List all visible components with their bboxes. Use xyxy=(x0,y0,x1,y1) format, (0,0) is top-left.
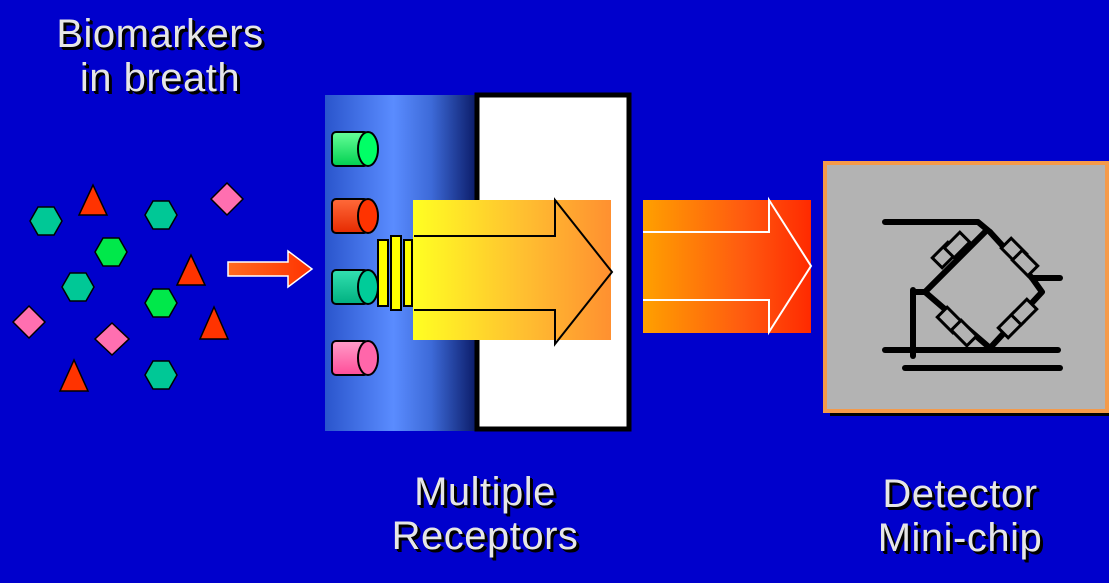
hexagon-molecule xyxy=(94,237,128,267)
bound-biomarker xyxy=(377,235,413,311)
receptors-label-line1: Multiple xyxy=(414,470,556,514)
detector-label-line2: Mini-chip xyxy=(877,516,1043,560)
hexagon-molecule xyxy=(144,200,178,230)
transfer-arrow-outline xyxy=(643,196,813,336)
hexagon-molecule xyxy=(144,288,178,318)
hexagon-molecule xyxy=(29,206,63,236)
detector-label-line1: Detector xyxy=(882,472,1038,516)
signal-arrow-bg xyxy=(413,200,611,340)
receptor-block xyxy=(325,92,632,432)
biomarkers-label-line1: Biomarkers xyxy=(56,12,264,56)
triangle-molecule xyxy=(77,183,109,216)
receptors-label-line2: Receptors xyxy=(391,514,579,558)
detector-label: Detector Mini-chip xyxy=(820,472,1100,560)
hexagon-molecule xyxy=(61,272,95,302)
receptor-cylinder-pink xyxy=(331,340,379,376)
diamond-molecule xyxy=(11,304,47,340)
receptor-cylinder-teal xyxy=(331,269,379,305)
receptor-cylinder-green xyxy=(331,131,379,167)
hexagon-molecule xyxy=(144,360,178,390)
triangle-molecule xyxy=(175,253,207,286)
signal-arrow-outline xyxy=(414,197,614,347)
triangle-molecule xyxy=(58,358,90,392)
biomarkers-label-line2: in breath xyxy=(79,56,241,100)
diamond-molecule xyxy=(93,321,131,357)
receptors-label: Multiple Receptors xyxy=(335,470,635,558)
receptor-cylinder-red xyxy=(331,198,379,234)
input-arrow xyxy=(227,249,314,289)
detector-box xyxy=(823,161,1109,413)
biomarkers-label: Biomarkers in breath xyxy=(10,12,310,100)
triangle-molecule xyxy=(198,305,230,340)
diamond-molecule xyxy=(209,181,245,217)
resistor-elements xyxy=(930,230,1040,348)
biomarker-molecules xyxy=(11,181,245,392)
transfer-arrow-bg xyxy=(643,200,811,333)
detector-chip xyxy=(823,161,1109,416)
